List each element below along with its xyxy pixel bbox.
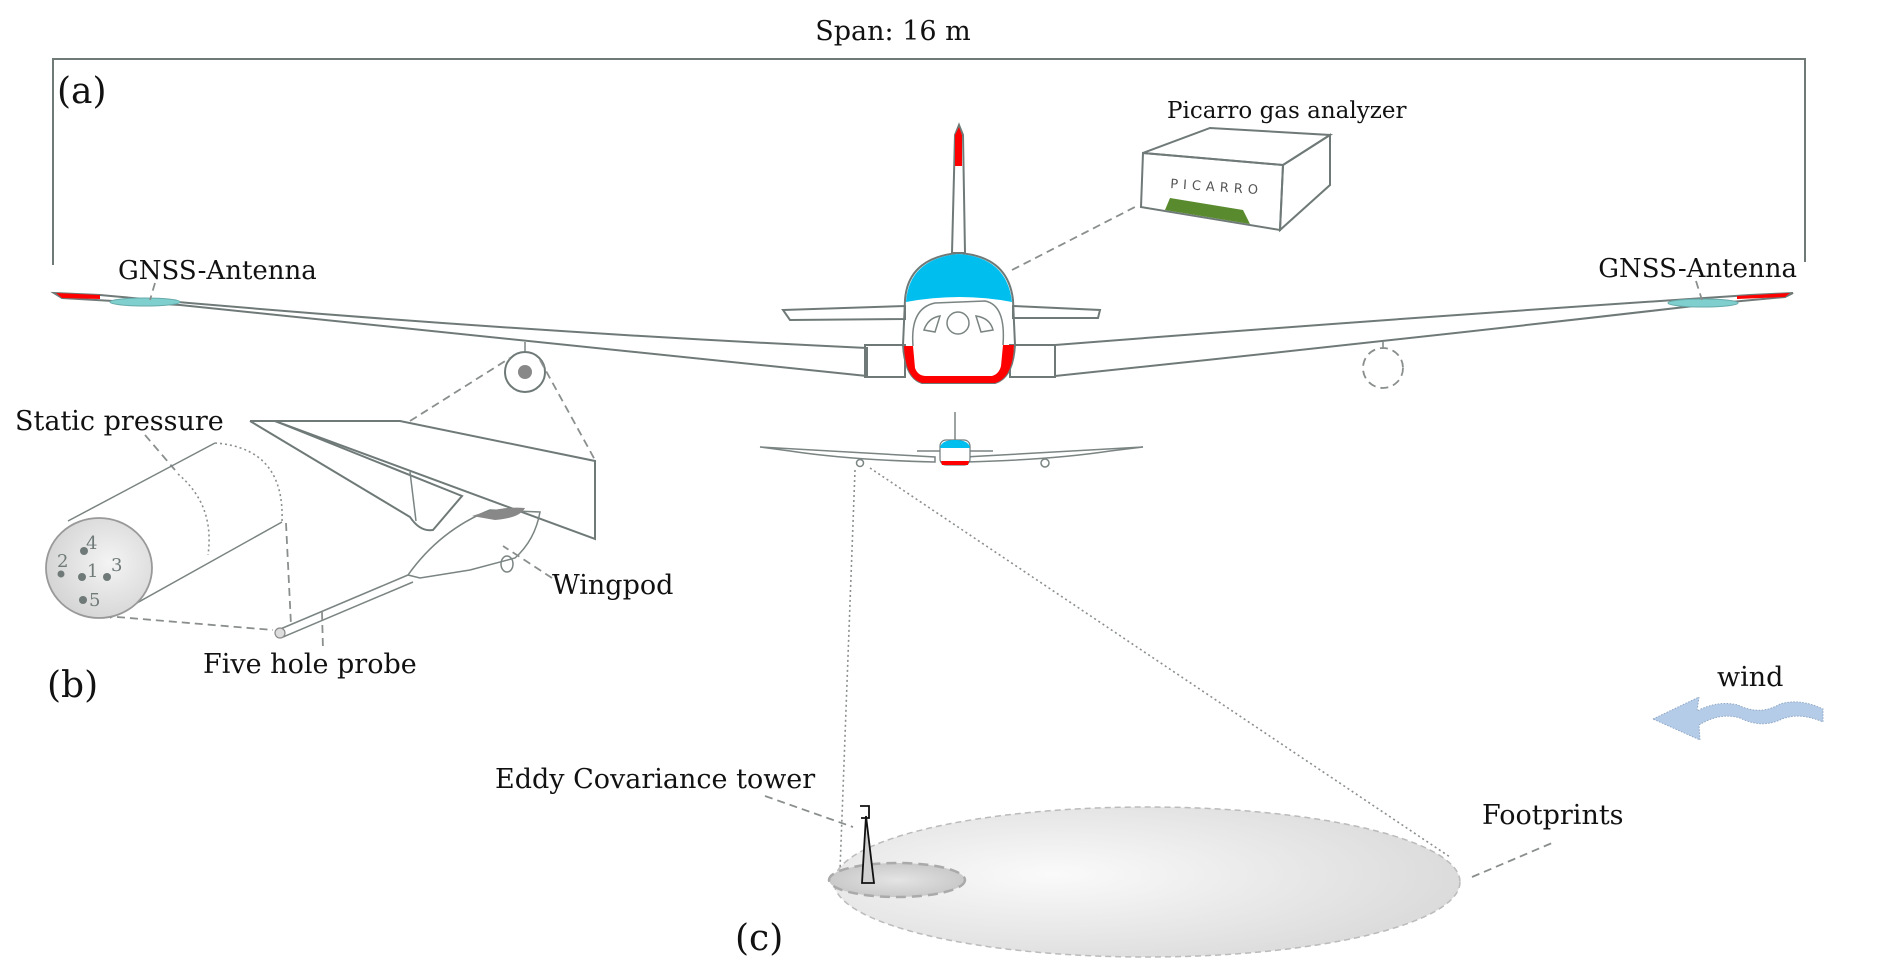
- probe-hole-5: [79, 596, 87, 604]
- right-wing-root: [1009, 344, 1056, 378]
- left-wing: [50, 291, 868, 378]
- gnss-antenna-label-right: GNSS-Antenna: [1598, 254, 1797, 284]
- five-hole-probe-label: Five hole probe: [203, 649, 417, 680]
- wingpod-window: [472, 507, 525, 520]
- panel-label-c: (c): [735, 918, 783, 959]
- right-wingpod-dashed: [1362, 347, 1404, 389]
- wing-section-with-pod: [249, 420, 596, 639]
- main-aircraft: [50, 122, 1794, 393]
- picarro-brand-text: PICARRO: [1170, 177, 1264, 198]
- wind-arrow-icon: [1651, 696, 1824, 741]
- probe-hole-label-1: 1: [87, 561, 98, 582]
- five-hole-probe-tip: [274, 627, 286, 639]
- picarro-label: Picarro gas analyzer: [1167, 98, 1406, 124]
- probe-hole-4: [80, 547, 88, 555]
- aircraft-footprint: [833, 806, 1461, 958]
- picarro-green-panel: [1165, 198, 1250, 224]
- probe-holes: [57, 547, 111, 604]
- probe-hole-2: [57, 570, 65, 578]
- probe-cylinder: [45, 442, 283, 619]
- horizontal-tail: [781, 304, 906, 322]
- probe-tip-face: [45, 517, 153, 619]
- span-bracket: [52, 58, 1806, 265]
- probe-hole-label-2: 2: [57, 551, 68, 572]
- fuselage-red-band: [904, 345, 1014, 383]
- probe-hole-1: [78, 573, 86, 581]
- canopy-blue: [906, 254, 1012, 302]
- picarro-analyzer-icon: PICARRO: [1139, 126, 1334, 233]
- footprints-label: Footprints: [1482, 800, 1624, 831]
- wingpod-label: Wingpod: [552, 570, 673, 601]
- panel-label-a: (a): [57, 71, 107, 112]
- probe-hole-3: [103, 573, 111, 581]
- left-wing-root: [864, 344, 906, 378]
- span-label: Span: 16 m: [815, 16, 971, 47]
- probe-hole-label-5: 5: [89, 590, 100, 611]
- static-pressure-label: Static pressure: [15, 406, 224, 437]
- tower-footprint: [827, 861, 967, 899]
- left-wingtip-red: [56, 293, 100, 299]
- panel-label-b: (b): [47, 665, 98, 706]
- eddy-covariance-tower-label: Eddy Covariance tower: [495, 764, 815, 795]
- eddy-covariance-tower-icon: [860, 805, 876, 884]
- probe-hole-label-4: 4: [86, 533, 97, 554]
- footprint-area: [827, 806, 1461, 958]
- right-gnss-antenna-icon: [1667, 298, 1739, 308]
- probe-hole-label-3: 3: [111, 555, 122, 576]
- engine-intake: [946, 311, 970, 335]
- left-gnss-antenna-icon: [109, 297, 181, 307]
- gnss-antenna-label-left: GNSS-Antenna: [118, 256, 317, 286]
- left-wingpod: [504, 351, 546, 393]
- wind-label: wind: [1717, 662, 1783, 693]
- right-wingtip-red: [1737, 293, 1790, 299]
- small-aircraft: [759, 412, 1144, 468]
